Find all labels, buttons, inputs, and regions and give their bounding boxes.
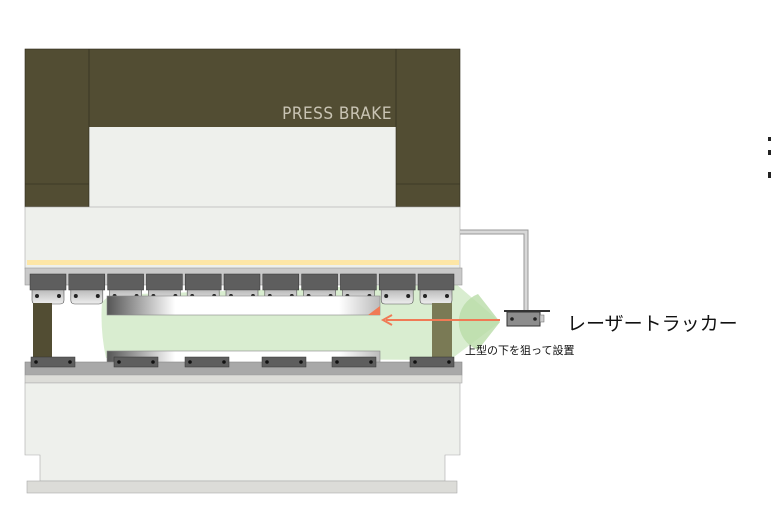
lower-body — [24, 382, 461, 482]
bed-plate — [113, 356, 159, 368]
bed-plates — [30, 356, 455, 368]
bed-plate — [261, 356, 307, 368]
bed-plate — [409, 356, 455, 368]
right-pillar — [432, 303, 452, 360]
tool-holder — [68, 273, 106, 305]
laser-beam-arrow — [380, 314, 500, 326]
bed-plate — [30, 356, 76, 368]
left-pillar — [33, 303, 52, 360]
tool-holder — [417, 273, 455, 305]
base — [26, 480, 458, 494]
upper-die — [106, 295, 381, 316]
tracker-label: レーザートラッカー — [567, 313, 738, 335]
upper-body — [24, 206, 461, 270]
lower-bed — [24, 361, 463, 376]
bed-plate — [184, 356, 230, 368]
mount-note: 上型の下を狙って設置 — [465, 343, 574, 357]
tool-holder — [29, 273, 67, 305]
tool-holder — [378, 273, 416, 305]
upper-frame — [24, 48, 461, 208]
laser-tracker — [504, 310, 550, 327]
brand-text: PRESS BRAKE — [282, 104, 392, 124]
bed-plate — [331, 356, 377, 368]
cropped-text-fragment — [768, 137, 771, 141]
yellow-stripe — [27, 260, 459, 265]
